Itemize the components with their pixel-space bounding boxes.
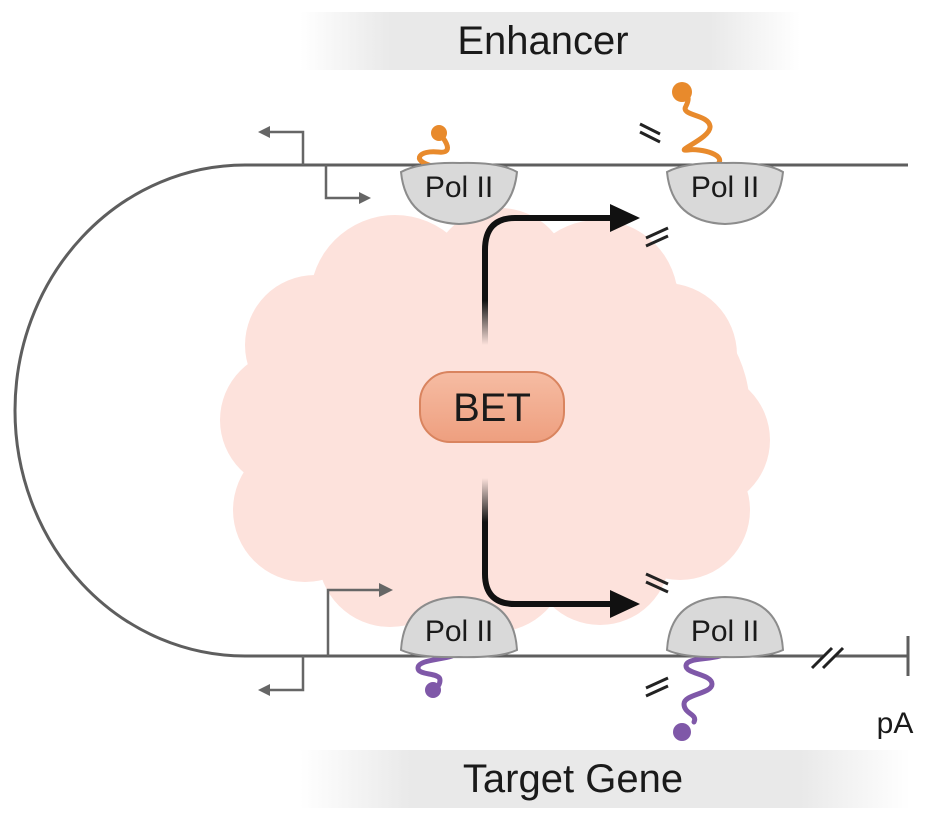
pol-ii-enhancer-right: Pol II (665, 161, 785, 226)
gene-rna-short (415, 653, 455, 698)
pol-ii-label: Pol II (691, 171, 759, 204)
dna-break-mark (810, 643, 845, 674)
enhancer-tss-arrows (258, 126, 371, 204)
gene-rna-long (673, 653, 723, 741)
enhancer-banner: Enhancer (300, 12, 800, 70)
pa-label: pA (877, 707, 914, 740)
bet-protein: BET (419, 371, 565, 443)
dna-loop (13, 163, 908, 658)
pol-ii-label: Pol II (691, 615, 759, 648)
target-gene-banner: Target Gene (300, 750, 910, 808)
bet-label: BET (453, 386, 531, 430)
upper-flow-arrow (482, 204, 640, 345)
target-gene-label: Target Gene (463, 757, 683, 801)
gene-tss-arrows (258, 583, 393, 696)
enhancer-rna-long (672, 82, 722, 169)
pol-ii-gene-left: Pol II (399, 595, 519, 659)
pol-ii-enhancer-left: Pol II (399, 161, 519, 226)
lower-flow-arrow (482, 478, 640, 618)
pol-ii-label: Pol II (425, 171, 493, 204)
pa-terminator: pA (877, 636, 914, 740)
pol-ii-label: Pol II (425, 615, 493, 648)
pol-ii-gene-right: Pol II (665, 595, 785, 659)
transcript-break-marks (639, 122, 669, 698)
enhancer-rna-short (416, 125, 450, 169)
enhancer-label: Enhancer (457, 19, 628, 63)
